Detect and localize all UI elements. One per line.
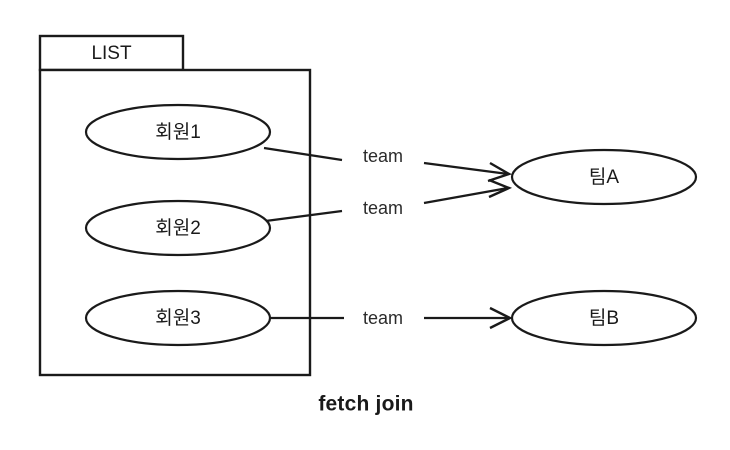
node-shape (510, 148, 698, 206)
edge-group: team team team (257, 146, 513, 330)
edge-segment-right (423, 186, 509, 205)
package-tab-label: LIST (91, 43, 132, 64)
node-shape (84, 103, 272, 161)
arrow-head-icon (487, 161, 512, 183)
arrow-head-icon (489, 306, 513, 330)
node-shape (84, 289, 272, 347)
node-label: 회원2 (155, 217, 201, 239)
edge-segment-right (423, 161, 509, 176)
edge-member1-teamA: team (263, 146, 512, 183)
node-teamB: 팀B (510, 289, 698, 347)
node-label: 팀A (589, 166, 619, 188)
edge-member2-teamA: team (257, 178, 513, 224)
node-shape (510, 289, 698, 347)
arrow-head-icon (488, 178, 513, 199)
node-label: 팀B (589, 307, 619, 329)
diagram-caption: fetch join (318, 393, 413, 416)
edge-segment-left (263, 146, 343, 162)
node-label: 회원1 (155, 121, 201, 143)
node-member1: 회원1 (84, 103, 272, 161)
node-member3: 회원3 (84, 289, 272, 347)
edge-label-team: team (363, 308, 403, 328)
edge-label-team: team (363, 198, 403, 218)
node-label: 회원3 (155, 307, 201, 329)
node-member2: 회원2 (84, 199, 272, 257)
edge-member3-teamB: team (268, 306, 513, 330)
edge-segment-left (257, 209, 343, 224)
node-shape (84, 199, 272, 257)
edge-label-team: team (363, 146, 403, 166)
node-teamA: 팀A (510, 148, 698, 206)
node-group: 회원1 회원2 회원3 팀A 팀B (84, 103, 698, 347)
